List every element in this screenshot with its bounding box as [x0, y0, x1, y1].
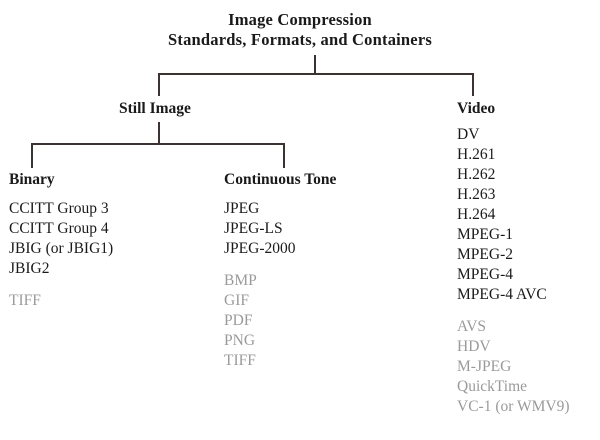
list-item: DV: [457, 126, 480, 143]
connector-level1-bar: [158, 73, 474, 75]
column-heading-continuous-tone: Continuous Tone: [224, 171, 337, 188]
branch-label-video: Video: [457, 100, 496, 117]
continuous-tone-list-gap: [224, 259, 336, 271]
diagram-title-line-1: Image Compression: [228, 10, 372, 29]
diagram-title: Image Compression Standards, Formats, an…: [0, 10, 600, 50]
list-item: VC-1 (or WMV9): [457, 398, 570, 415]
connector-title-stem: [314, 55, 316, 75]
list-item: JPEG: [224, 200, 260, 217]
list-item: PDF: [224, 312, 253, 329]
list-item: JBIG2: [9, 260, 50, 277]
column-video: DV H.261 H.262 H.263 H.264 MPEG-1 MPEG-2…: [457, 125, 570, 417]
list-item: BMP: [224, 272, 257, 289]
list-item: M-JPEG: [457, 358, 512, 375]
connector-drop-still-image: [158, 73, 160, 96]
list-item: JPEG-2000: [224, 240, 296, 257]
list-item: QuickTime: [457, 378, 528, 395]
list-item: H.263: [457, 186, 496, 203]
video-secondary-list: AVS HDV M-JPEG QuickTime VC-1 (or WMV9): [457, 317, 570, 417]
list-item: TIFF: [224, 352, 256, 369]
connector-drop-video: [472, 73, 474, 96]
column-binary: Binary CCITT Group 3 CCITT Group 4 JBIG …: [9, 170, 113, 311]
list-item: MPEG-4: [457, 266, 513, 283]
column-continuous-tone: Continuous Tone JPEG JPEG-LS JPEG-2000 B…: [224, 170, 336, 371]
list-item: AVS: [457, 318, 487, 335]
list-item: MPEG-2: [457, 246, 513, 263]
diagram-title-line-2: Standards, Formats, and Containers: [168, 30, 432, 49]
branch-label-still-image: Still Image: [119, 100, 191, 117]
continuous-tone-secondary-list: BMP GIF PDF PNG TIFF: [224, 271, 336, 371]
list-item: JBIG (or JBIG1): [9, 240, 114, 257]
list-item: CCITT Group 3: [9, 200, 109, 217]
list-item: JPEG-LS: [224, 220, 283, 237]
connector-level2-bar: [31, 143, 285, 145]
list-item: PNG: [224, 332, 256, 349]
video-primary-list: DV H.261 H.262 H.263 H.264 MPEG-1 MPEG-2…: [457, 125, 570, 305]
list-item: HDV: [457, 338, 491, 355]
list-item: H.261: [457, 146, 496, 163]
list-item: GIF: [224, 292, 249, 309]
connector-drop-continuous-tone: [283, 143, 285, 168]
binary-primary-list: CCITT Group 3 CCITT Group 4 JBIG (or JBI…: [9, 199, 113, 279]
list-item: H.264: [457, 206, 496, 223]
list-item: MPEG-1: [457, 226, 513, 243]
list-item: CCITT Group 4: [9, 220, 109, 237]
continuous-tone-primary-list: JPEG JPEG-LS JPEG-2000: [224, 199, 336, 259]
column-heading-binary: Binary: [9, 171, 55, 188]
connector-still-image-stem: [158, 122, 160, 145]
list-item: TIFF: [9, 292, 41, 309]
connector-drop-binary: [31, 143, 33, 168]
list-item: H.262: [457, 166, 496, 183]
list-item: MPEG-4 AVC: [457, 286, 547, 303]
video-list-gap: [457, 305, 570, 317]
binary-list-gap: [9, 279, 113, 291]
binary-secondary-list: TIFF: [9, 291, 113, 311]
